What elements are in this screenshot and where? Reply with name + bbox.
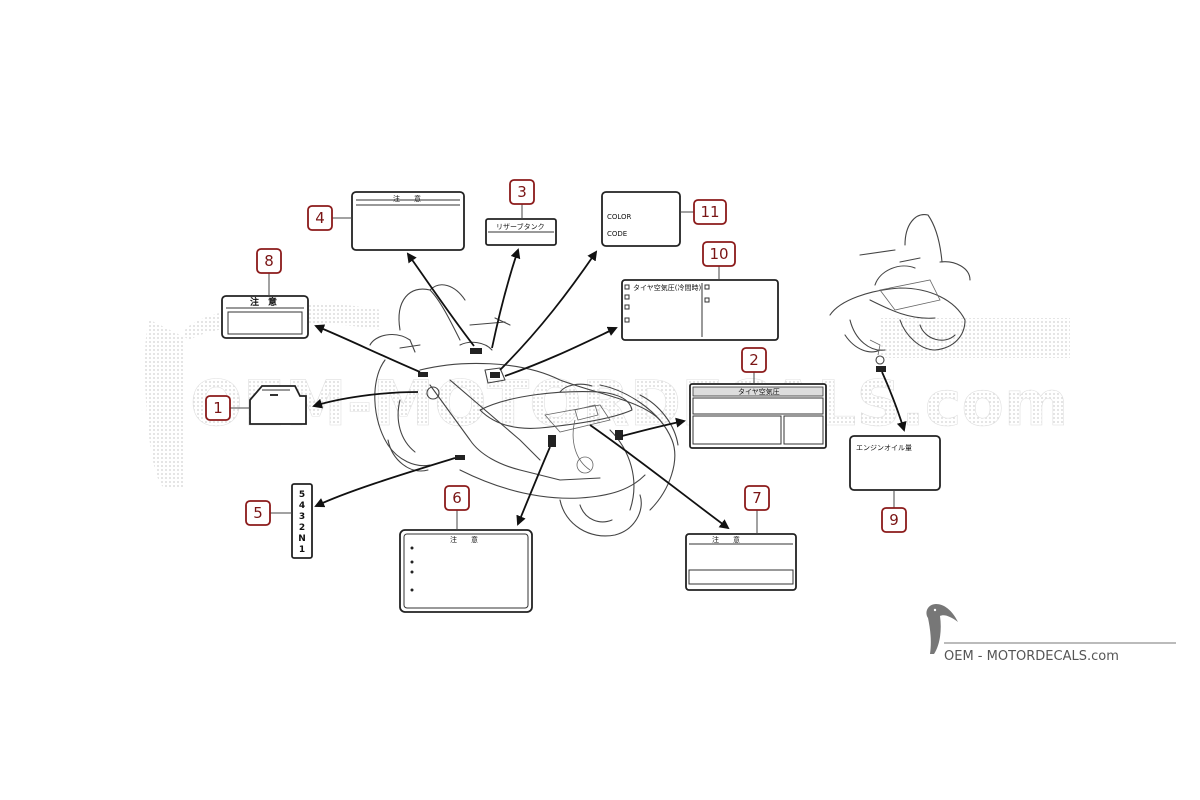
- label-6-title: 注 意: [450, 535, 478, 544]
- callout-1-number: 1: [213, 399, 223, 417]
- scooter-drawing: [369, 284, 679, 537]
- label-3-reserve-tank: リザーブタンク: [485, 218, 557, 246]
- gear-2: 2: [299, 523, 305, 533]
- label-7-title: 注 意: [712, 535, 740, 544]
- label-3-title: リザーブタンク: [496, 222, 545, 231]
- label-8-caution: 注 意: [221, 295, 309, 339]
- callout-2: [741, 347, 767, 373]
- watermark-bar: [880, 318, 1070, 358]
- arrow-to-label-4: [406, 252, 475, 347]
- callout-3-number: 3: [517, 183, 527, 201]
- callout-11-number: 11: [700, 203, 719, 221]
- callout-6-number: 6: [452, 489, 462, 507]
- callout-7-number: 7: [752, 489, 762, 507]
- label-4-caution: 注 意: [351, 191, 465, 251]
- brand-logo: OEM - MOTORDECALS.com: [926, 604, 1176, 664]
- label-10-table: タイヤ空気圧(冷間時): [621, 279, 779, 341]
- callout-9-number: 9: [889, 511, 899, 529]
- label-2-title: タイヤ空気圧: [738, 387, 780, 396]
- gear-3: 3: [299, 512, 305, 522]
- arrow-to-label-5: [314, 457, 456, 508]
- label-1-plate: [249, 385, 307, 425]
- label-9-title: エンジンオイル量: [856, 444, 912, 452]
- arrow-to-label-1: [312, 391, 419, 409]
- label-4-title: 注 意: [393, 194, 421, 203]
- callout-1: [205, 395, 231, 421]
- gear-4: 4: [299, 501, 305, 511]
- arrow-to-label-9: [881, 371, 907, 432]
- callout-4-number: 4: [315, 209, 325, 227]
- gear-1: 1: [299, 545, 305, 555]
- label-8-title: 注 意: [250, 296, 277, 308]
- label-9-engine-oil: エンジンオイル量: [849, 435, 941, 491]
- toucan-icon: [926, 604, 958, 654]
- label-11-code: CODE: [607, 230, 627, 238]
- callouts: 1 2 3 4 5 6 7 8 9 10: [205, 179, 907, 534]
- arrow-to-label-2: [621, 417, 686, 437]
- arrow-to-label-7: [589, 424, 730, 530]
- label-10-text: タイヤ空気圧(冷間時): [633, 283, 702, 292]
- callout-10: [702, 241, 736, 267]
- logo-text: OEM - MOTORDECALS.com: [944, 649, 1119, 664]
- callout-9: [881, 507, 907, 533]
- callout-6: [444, 485, 470, 511]
- watermark-mark: [145, 304, 380, 488]
- label-11-color: COLOR: [607, 213, 632, 221]
- arrow-to-label-8: [314, 324, 421, 373]
- scooter-rear-view-drawing: [829, 214, 971, 372]
- gear-5: 5: [299, 490, 305, 500]
- callout-8-number: 8: [264, 252, 274, 270]
- callout-8: [256, 248, 282, 274]
- callout-5: [245, 500, 271, 526]
- callout-3: [509, 179, 535, 205]
- callout-4: [307, 205, 333, 231]
- callout-7: [744, 485, 770, 511]
- callout-11: [693, 199, 727, 225]
- label-6-caution-large: 注 意: [399, 529, 533, 613]
- label-2-tire-pressure: タイヤ空気圧: [689, 383, 827, 449]
- label-11-color-code: COLOR CODE: [601, 191, 681, 247]
- gear-n: N: [298, 534, 306, 544]
- arrow-to-label-6: [516, 446, 551, 526]
- arrow-to-label-3: [491, 248, 521, 349]
- label-5-gear-indicator: 5 4 3 2 N 1: [291, 483, 313, 559]
- arrow-to-label-10: [504, 326, 618, 377]
- pointer-arrows: [312, 248, 907, 530]
- label-7-caution: 注 意: [685, 533, 797, 591]
- arrow-to-label-11: [499, 250, 598, 371]
- callout-2-number: 2: [749, 351, 759, 369]
- callout-5-number: 5: [253, 504, 263, 522]
- callout-10-number: 10: [709, 245, 728, 263]
